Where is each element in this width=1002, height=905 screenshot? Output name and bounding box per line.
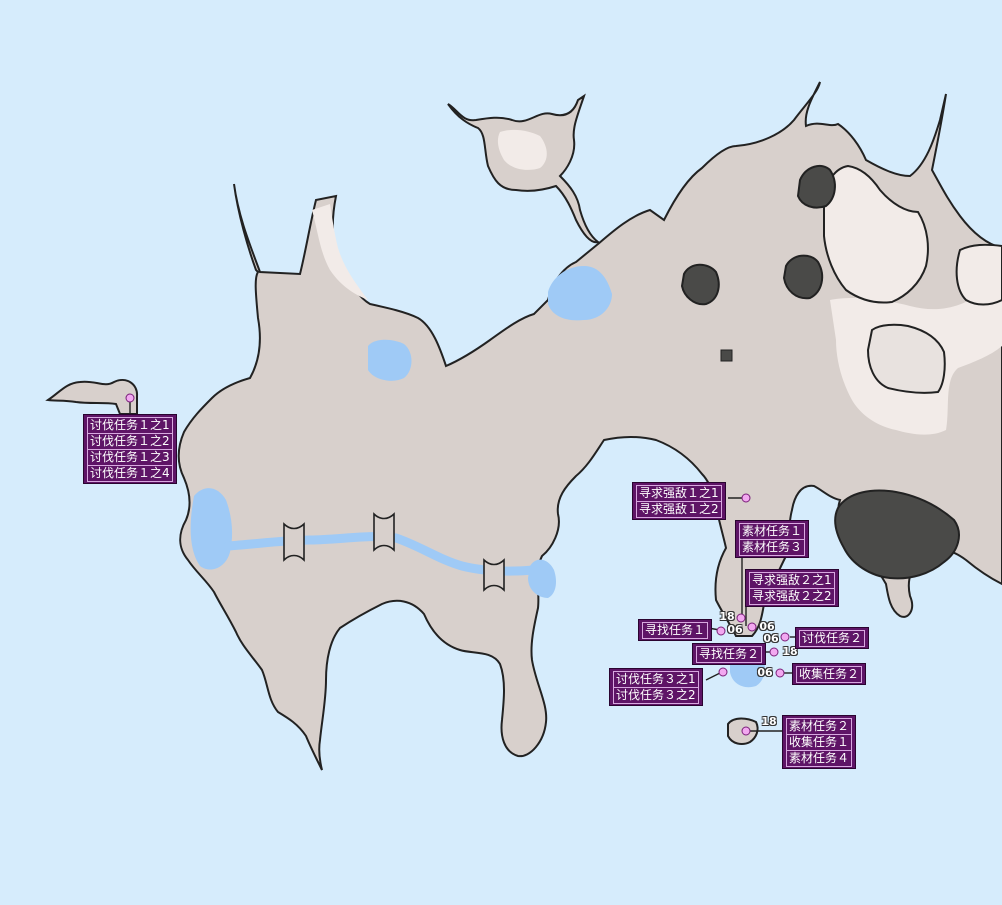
pond-west [190,488,233,570]
pond-center [368,339,412,381]
quest-marker-west-hunt[interactable] [125,393,135,403]
quest-label-line: 素材任务４ [786,750,853,767]
pond-north [548,266,612,321]
rock-2 [680,263,720,306]
quest-label-material-1-3[interactable]: 素材任务１ 素材任务３ [735,520,810,558]
time-label: 18 [782,645,798,658]
quest-label-line: 讨伐任务２ [799,630,866,647]
quest-label-line: 讨伐任务１之2 [87,433,173,450]
quest-label-strong-enemy-1[interactable]: 寻求强敌１之1 寻求强敌１之2 [632,482,726,520]
bridge-2 [373,512,395,552]
quest-marker-gather-2[interactable] [775,668,785,678]
quest-label-line: 收集任务１ [786,734,853,751]
time-label: 06 [727,623,743,636]
quest-label-line: 寻找任务２ [696,646,763,663]
plateau-northeast [823,164,929,304]
rock-3 [782,254,824,300]
quest-marker-hunt-2[interactable] [780,632,790,642]
bridge-1 [283,522,305,562]
quest-marker-hunt-3[interactable] [718,667,728,677]
time-label: 18 [761,715,777,728]
time-label: 06 [759,620,775,633]
quest-label-line: 寻求强敌２之2 [749,588,835,605]
bridge-3 [483,558,505,592]
quest-label-line: 寻求强敌２之1 [749,572,835,589]
quest-label-hunt-3[interactable]: 讨伐任务３之1 讨伐任务３之2 [609,668,703,706]
quest-label-find-2[interactable]: 寻找任务２ [692,643,767,665]
quest-label-line: 讨伐任务１之1 [87,417,173,434]
quest-marker-find-2[interactable] [769,647,779,657]
mainland [177,81,1002,771]
plateau-far-east [955,243,1002,306]
quest-label-line: 寻求强敌１之1 [636,485,722,502]
quest-label-find-1[interactable]: 寻找任务１ [638,619,713,641]
quest-label-line: 寻找任务１ [642,622,709,639]
islet-northwest [45,378,139,415]
quest-marker-find-1[interactable] [716,626,726,636]
quest-label-line: 讨伐任务１之3 [87,449,173,466]
quest-label-hunt-2[interactable]: 讨伐任务２ [795,627,870,649]
quest-label-gather-2[interactable]: 收集任务２ [792,663,867,685]
quest-marker-strong-enemy-1[interactable] [741,493,751,503]
pond-southeast [528,559,556,598]
quest-label-line: 素材任务３ [739,539,806,556]
quest-label-line: 收集任务２ [796,666,863,683]
structure-marker [720,349,733,362]
rock-4 [834,489,960,580]
plateau-east [866,323,946,394]
mainland-highlight-north [312,204,368,300]
quest-label-line: 讨伐任务３之1 [613,671,699,688]
quest-marker-south-group[interactable] [741,726,751,736]
island-north-highlight [497,129,547,170]
quest-marker-material-1-3[interactable] [736,613,746,623]
quest-label-south-group[interactable]: 素材任务２ 收集任务１ 素材任务４ [782,715,857,769]
quest-marker-strong-enemy-2[interactable] [747,622,757,632]
quest-label-west-hunt[interactable]: 讨伐任务１之1 讨伐任务１之2 讨伐任务１之3 讨伐任务１之4 [83,414,177,484]
quest-label-line: 讨伐任务３之2 [613,687,699,704]
quest-label-strong-enemy-2[interactable]: 寻求强敌２之1 寻求强敌２之2 [745,569,839,607]
rock-1 [796,164,836,209]
quest-label-line: 寻求强敌１之2 [636,501,722,518]
quest-label-line: 素材任务２ [786,718,853,735]
quest-label-line: 讨伐任务１之4 [87,465,173,482]
time-label: 06 [763,632,779,645]
quest-label-line: 素材任务１ [739,523,806,540]
time-label: 06 [757,666,773,679]
time-label: 18 [719,610,735,623]
